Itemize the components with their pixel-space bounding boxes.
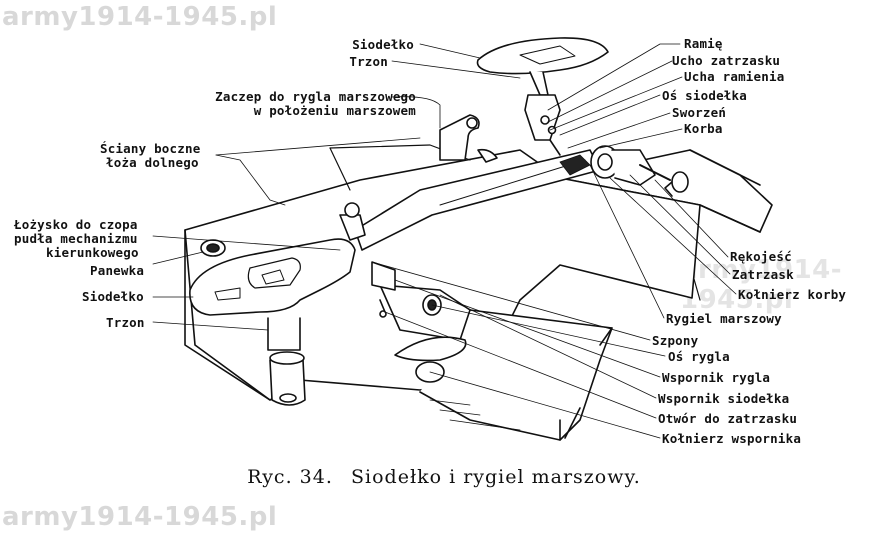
crank xyxy=(590,145,689,197)
watermark-right-mid: army1914-1945.pl xyxy=(680,255,843,315)
lower-seat xyxy=(189,202,366,406)
label-sciany-line2: łoża dolnego xyxy=(106,155,199,170)
bushing xyxy=(200,239,226,257)
label-trzon-bottom: Trzon xyxy=(106,315,145,330)
label-lozysko-line1: Łożysko do czopa xyxy=(14,217,138,232)
label-rekojesc: Rękojeść xyxy=(730,249,792,264)
label-ucha-ramienia: Ucha ramienia xyxy=(684,69,785,84)
label-kolnierz-korby: Kołnierz korby xyxy=(738,287,847,302)
label-rygiel-marszowy: Rygiel marszowy xyxy=(666,311,782,326)
label-ramie: Ramię xyxy=(684,36,723,51)
label-zatrzask: Zatrzask xyxy=(732,267,794,282)
label-ucho-zatrzasku: Ucho zatrzasku xyxy=(672,53,781,68)
label-sciany-line1: Ściany boczne xyxy=(100,141,201,156)
label-kolnierz-wspornika: Kołnierz wspornika xyxy=(662,431,802,446)
label-otwor-do-zatrzasku: Otwór do zatrzasku xyxy=(658,411,798,426)
label-os-rygla: Oś rygla xyxy=(668,349,730,364)
label-zaczep-line1: Zaczep do rygla marszowego xyxy=(215,89,416,104)
upper-seat xyxy=(476,37,609,156)
caption-title: Siodełko i rygiel marszowy. xyxy=(351,466,641,488)
label-lozysko-line3: kierunkowego xyxy=(46,245,139,260)
label-szpony: Szpony xyxy=(652,333,699,348)
label-trzon-top: Trzon xyxy=(349,54,388,69)
label-korba: Korba xyxy=(684,121,723,136)
watermark-bottom-left: army1914-1945.pl xyxy=(2,502,278,532)
lower-carriage-body xyxy=(184,144,701,441)
leader-lines xyxy=(152,43,737,439)
caption-figure-number: Ryc. 34. xyxy=(247,466,333,488)
label-zaczep-line2: w położeniu marszowem xyxy=(253,103,416,118)
figure-caption: Ryc. 34. Siodełko i rygiel marszowy. xyxy=(0,466,888,488)
label-panewka: Panewka xyxy=(90,263,145,278)
label-os-siodelka: Oś siodełka xyxy=(662,88,747,103)
travel-hook xyxy=(439,114,498,163)
label-siodelko-bottom: Siodełko xyxy=(82,289,144,304)
label-wspornik-rygla: Wspornik rygla xyxy=(662,370,771,385)
label-sworzen: Sworzeń xyxy=(672,105,727,120)
label-lozysko-line2: pudła mechanizmu xyxy=(14,231,138,246)
label-wspornik-siodelka: Wspornik siodełka xyxy=(658,391,790,406)
label-siodelko-top: Siodełko xyxy=(352,37,414,52)
watermark-top-left: army1914-1945.pl xyxy=(2,2,278,32)
